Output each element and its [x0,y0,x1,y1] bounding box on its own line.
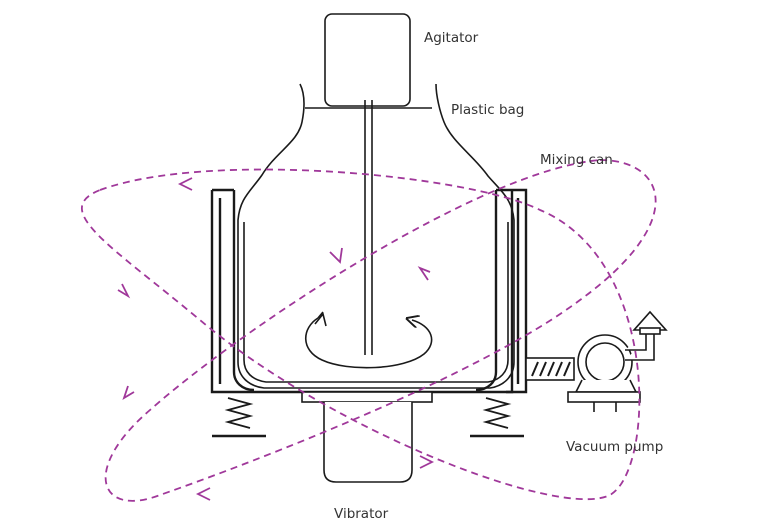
mixing-can-label: Mixing can [540,152,613,168]
orbit-arrowheads [117,177,435,501]
agitator-label: Agitator [424,30,479,46]
vibration-orbits [80,159,657,502]
agitator-motor [324,13,411,107]
plastic-bag-label: Plastic bag [451,102,525,118]
orbit-ellipse-b [104,159,657,502]
plastic-bag [237,83,515,389]
vacuum-hose [525,357,575,381]
vacuum-pump-label: Vacuum pump [566,439,664,455]
vibrator-label: Vibrator [334,506,389,522]
swirl-arrow [305,311,433,369]
spring-left [212,391,266,438]
spring-right [470,391,524,438]
mixing-can [210,188,528,394]
agitator-shaft [364,100,373,355]
vacuum-pump [567,310,668,412]
